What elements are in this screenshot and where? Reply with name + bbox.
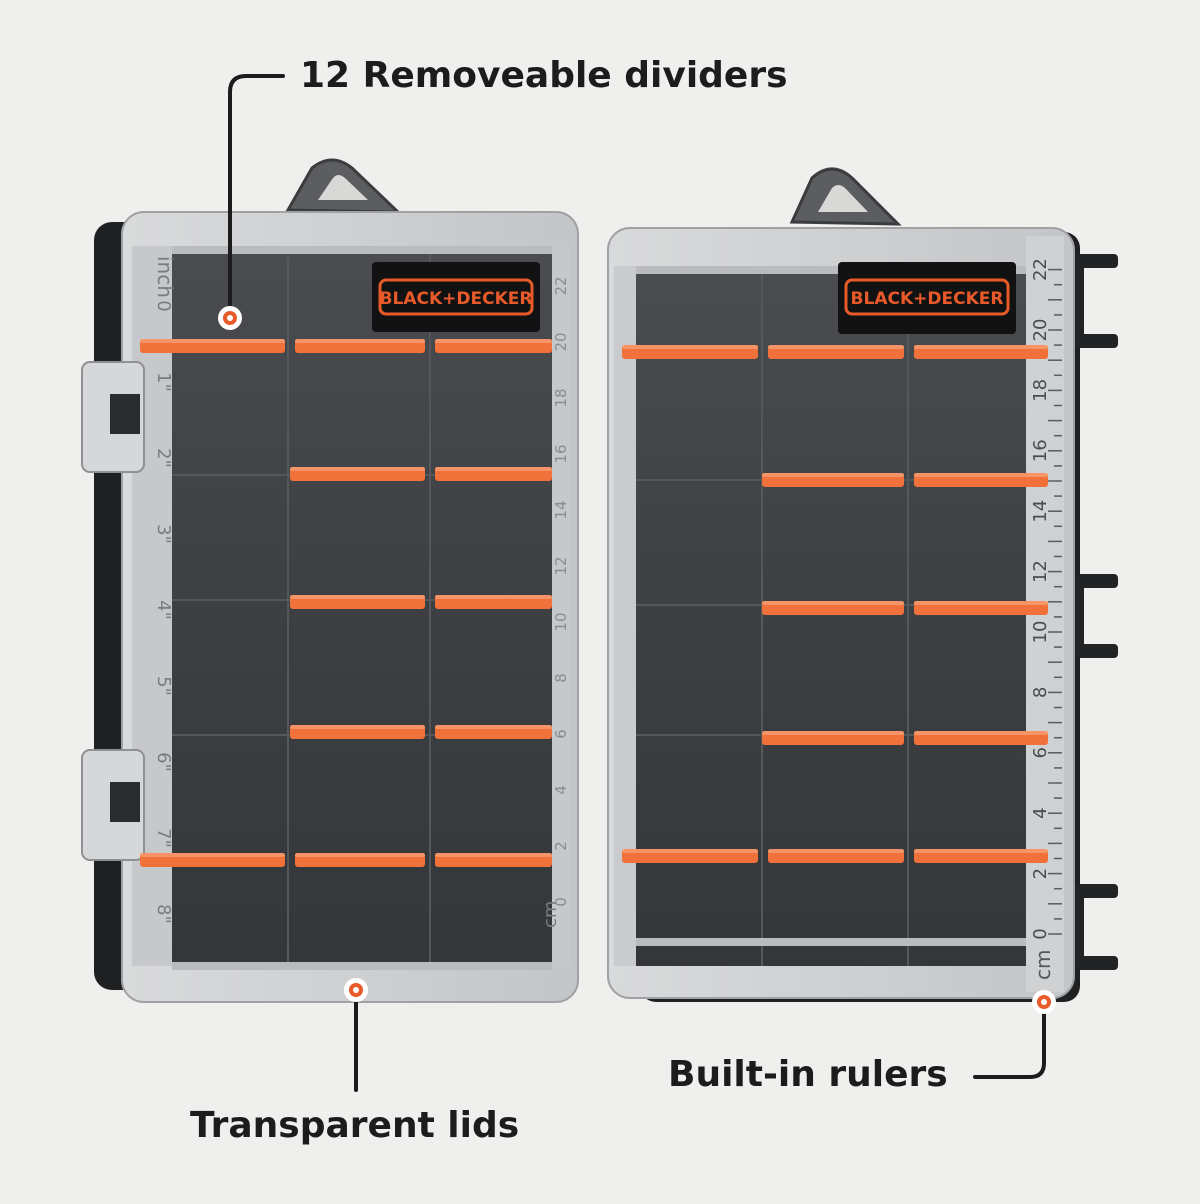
hinges-right (1070, 254, 1118, 970)
divider-right-4-1 (762, 731, 904, 745)
divider-left-5-2 (295, 853, 425, 867)
inch-mark-label: 2" (153, 448, 174, 468)
divider-right-3-2 (914, 601, 1048, 615)
divider-left-3-1 (290, 595, 425, 609)
cm-mark-label: 12 (1030, 560, 1051, 583)
divider-right-2-1 (762, 473, 904, 487)
cm-mark-label-left: 6 (552, 729, 570, 739)
cm-mark-label: 2 (1030, 868, 1051, 879)
callout-lids: Transparent lids (190, 1105, 520, 1146)
divider-left-3-2 (435, 595, 552, 609)
inch-mark-label: 5" (153, 676, 174, 696)
inch-unit-label: inch (153, 256, 177, 298)
divider-left-1-1 (140, 339, 285, 353)
callout-markers (218, 306, 1056, 1014)
brand-logo-left: BLACK+DECKER (380, 289, 533, 309)
divider-left-1-3 (435, 339, 552, 353)
cm-mark-label-left: 8 (552, 673, 570, 683)
cm-mark-label: 22 (1030, 258, 1051, 281)
marker-dot-rulers (1032, 990, 1056, 1014)
cm-unit-label-right: cm (1031, 950, 1055, 980)
cm-ruler-labels-left: 0 2 4 6 8 10 12 14 16 18 20 22 (552, 276, 570, 906)
divider-right-2-2 (914, 473, 1048, 487)
cm-mark-label: 18 (1030, 379, 1051, 402)
cm-mark-label-left: 14 (552, 500, 570, 519)
divider-left-2-2 (435, 467, 552, 481)
cm-mark-label-left: 22 (552, 276, 570, 295)
inch-mark-label: 4" (153, 600, 174, 620)
callout-dividers: 12 Removeable dividers (300, 55, 788, 96)
cm-unit-label-left: cm (540, 901, 561, 928)
cm-ruler-ticks (1048, 268, 1062, 935)
divider-left-5-1 (140, 853, 285, 867)
marker-dot-dividers (218, 306, 242, 330)
inch-mark-label: 3" (153, 524, 174, 544)
dividers-right (622, 345, 1048, 863)
cm-mark-label-left: 4 (552, 785, 570, 795)
cm-mark-label: 14 (1030, 500, 1051, 523)
callout-rulers: Built-in rulers (668, 1054, 948, 1095)
brand-logo-right: BLACK+DECKER (851, 289, 1004, 309)
divider-right-1-2 (768, 345, 904, 359)
cm-mark-label-left: 16 (552, 444, 570, 463)
divider-right-5-1 (622, 849, 758, 863)
cm-mark-label-left: 18 (552, 388, 570, 407)
divider-right-1-3 (914, 345, 1048, 359)
cm-mark-label: 6 (1030, 747, 1051, 758)
inch-mark-label: 8" (153, 904, 174, 924)
inch-mark-label: 6" (153, 752, 174, 772)
divider-left-2-1 (290, 467, 425, 481)
inch-mark-label: 7" (153, 828, 174, 848)
divider-left-1-2 (295, 339, 425, 353)
cm-ruler-labels-right: 0 2 4 6 8 10 12 14 16 18 20 22 (1030, 258, 1051, 940)
dividers-leader-line (228, 74, 285, 308)
brand-badge-right: BLACK+DECKER (838, 262, 1016, 334)
divider-left-4-2 (435, 725, 552, 739)
latch-bottom-left (81, 749, 145, 861)
left-organizer-case: BLACK+DECKER inch 0 1" 2" 3" 4" 5" 6" 7" 8" 0 2 4 6… (81, 158, 579, 1003)
dividers-left (140, 339, 552, 867)
divider-right-5-3 (914, 849, 1048, 863)
right-organizer-case: BLACK+DECKER 0 2 4 6 8 10 12 14 16 18 20 22 cm (607, 167, 1118, 1002)
inch-mark-label: 0 (153, 300, 174, 311)
cm-mark-label: 0 (1030, 928, 1051, 939)
latch-top-left (81, 361, 145, 473)
cm-mark-label: 8 (1030, 687, 1051, 698)
marker-dot-lids (344, 978, 368, 1002)
cm-mark-label: 10 (1030, 621, 1051, 644)
inch-ruler-labels: 0 1" 2" 3" 4" 5" 6" 7" 8" (153, 300, 174, 924)
cm-mark-label: 20 (1030, 319, 1051, 342)
cm-mark-label: 16 (1030, 439, 1051, 462)
cm-mark-label-left: 20 (552, 332, 570, 351)
cm-mark-label-left: 10 (552, 612, 570, 631)
divider-left-5-3 (435, 853, 552, 867)
divider-right-4-2 (914, 731, 1048, 745)
rulers-leader-line (973, 1008, 1046, 1079)
cm-mark-label-left: 12 (552, 556, 570, 575)
brand-badge-left: BLACK+DECKER (372, 262, 540, 332)
divider-right-1-1 (622, 345, 758, 359)
cm-mark-label-left: 2 (552, 841, 570, 851)
divider-right-5-2 (768, 849, 904, 863)
divider-right-3-1 (762, 601, 904, 615)
cm-mark-label: 4 (1030, 807, 1051, 818)
cm-mark-label-left: 0 (552, 897, 570, 907)
inch-mark-label: 1" (153, 372, 174, 392)
divider-left-4-1 (290, 725, 425, 739)
callout-leaders (228, 74, 1046, 1092)
